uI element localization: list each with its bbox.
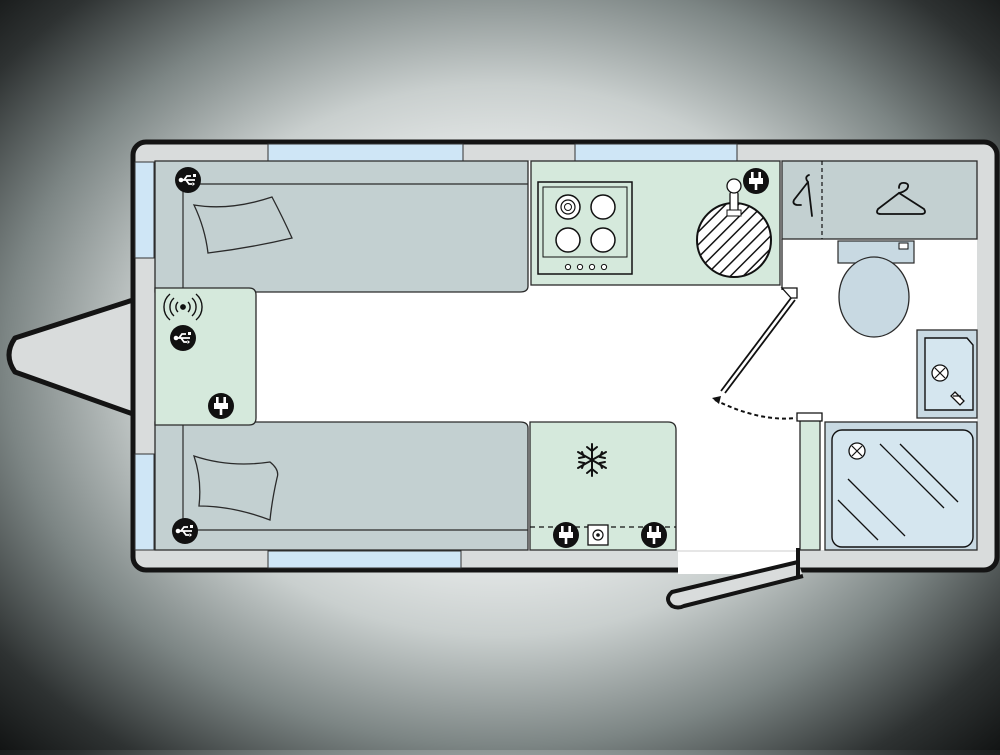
usb-icon — [174, 166, 202, 194]
usb-icon — [169, 324, 197, 352]
window-bottom-left — [267, 550, 462, 569]
washroom — [781, 239, 978, 551]
gas-hob-icon — [537, 181, 633, 275]
wash-basin-unit — [916, 329, 978, 419]
power-socket-icon — [553, 522, 579, 548]
coat-hanger-icon — [792, 174, 813, 217]
a-frame-drawbar — [6, 297, 134, 417]
wifi-signal-icon — [163, 293, 203, 321]
kitchen-worktop — [530, 160, 781, 286]
upper-seat-bed — [154, 160, 529, 293]
power-socket-icon — [743, 168, 769, 194]
pillow-upper — [192, 196, 293, 254]
toilet-icon — [837, 240, 915, 338]
front-window-lower — [134, 453, 155, 551]
front-window-upper — [134, 161, 155, 259]
shower-tray-icon — [824, 421, 978, 551]
snowflake-icon — [577, 443, 607, 477]
lower-seat-bed — [154, 421, 529, 551]
power-socket-icon — [208, 393, 234, 419]
usb-icon — [171, 517, 199, 545]
washroom-door — [712, 287, 823, 422]
tv-aerial-point-icon — [587, 524, 609, 546]
pillow-lower — [192, 454, 279, 521]
front-chest-unit — [154, 287, 257, 426]
sink-icon — [696, 178, 772, 278]
coat-hanger-icon — [876, 181, 926, 215]
partition-wall — [799, 419, 821, 551]
entrance-door — [666, 560, 804, 610]
fridge-unit — [529, 421, 677, 551]
window-top-right — [574, 143, 738, 162]
power-socket-icon — [641, 522, 667, 548]
window-top-left — [267, 143, 464, 162]
wardrobe-unit — [781, 160, 978, 240]
